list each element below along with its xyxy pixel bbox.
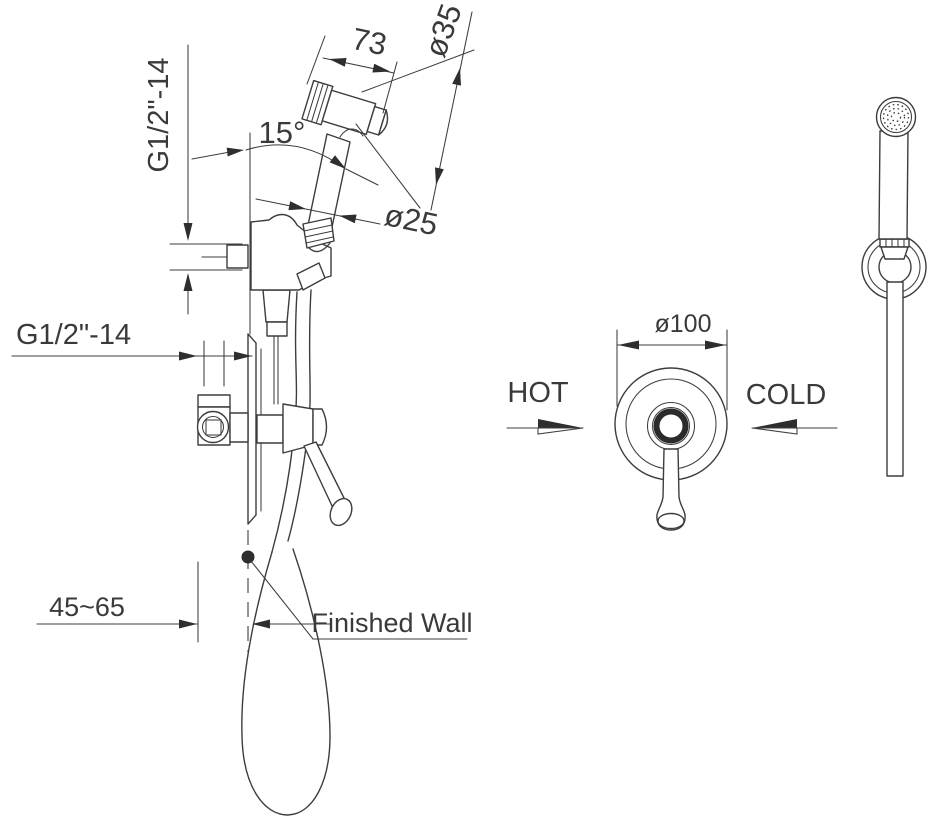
outlet-stub <box>226 244 249 269</box>
handshower-handle-side <box>307 133 351 228</box>
dim-73-label: 73 <box>349 21 390 62</box>
dim-dia100-label: ø100 <box>655 310 712 338</box>
dim-depth-label: 45~65 <box>49 592 125 622</box>
dim-inlet-thread: G1/2"-14 <box>11 319 253 387</box>
dim-dia35-label: ø35 <box>418 0 469 61</box>
head-fillet <box>339 128 364 138</box>
cold-label: COLD <box>746 379 827 411</box>
dim-wall-depth: 45~65 <box>36 561 331 643</box>
hose-outlet-spout <box>296 262 326 291</box>
dim-spray-angle: 15° <box>191 115 379 186</box>
dim-outlet-thread: G1/2"-14 <box>143 44 243 315</box>
hot-label: HOT <box>507 377 569 409</box>
handshower-front-view <box>861 96 927 477</box>
finished-wall-marker-dot <box>241 550 255 564</box>
valve-handle-side <box>256 403 353 527</box>
hose-nut <box>302 217 335 253</box>
handshower-hose-front <box>886 281 904 477</box>
dim-escutcheon-diameter: ø100 <box>616 310 728 411</box>
finished-wall-leader <box>250 560 314 640</box>
thread-vertical-label: G1/2"-14 <box>143 57 175 172</box>
holder-cone <box>879 238 910 260</box>
hot-flow-arrow <box>506 419 584 435</box>
escutcheon-plate-side <box>247 333 262 525</box>
valve-handle-front <box>656 448 686 531</box>
finished-wall-label: Finished Wall <box>311 608 472 638</box>
handshower-head-front <box>875 96 917 138</box>
front-view: ø100 HOT COLD <box>506 310 838 531</box>
valve-body-side <box>196 394 249 446</box>
dim-head-length: 73 <box>306 21 398 114</box>
handshower-head-side <box>301 79 389 136</box>
handshower-grip-front <box>878 130 909 240</box>
outlet-stem <box>262 289 291 405</box>
angle-15-label: 15° <box>259 115 306 150</box>
hose-loop <box>241 548 331 816</box>
side-view: 73 ø35 15° G1/2"-14 <box>11 0 475 816</box>
thread-horizontal-label: G1/2"-14 <box>16 319 131 351</box>
handle-hub-bore <box>653 408 689 444</box>
cold-flow-arrow <box>751 419 838 435</box>
